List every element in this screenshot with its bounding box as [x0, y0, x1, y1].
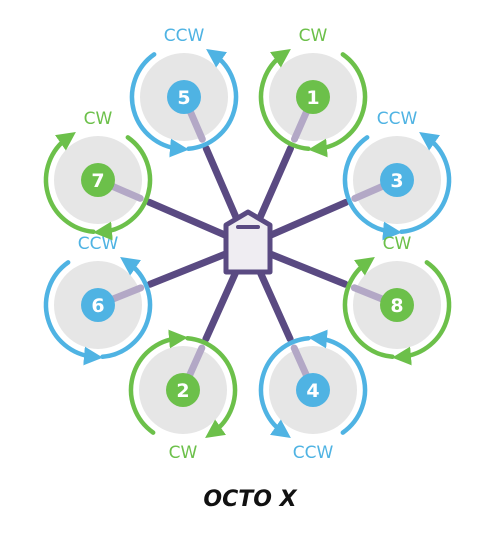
motor-2: 2CW: [128, 329, 238, 463]
motor-number-badge: [81, 163, 115, 197]
motor-number: 6: [91, 295, 104, 317]
rotation-arrow-icon: [342, 256, 395, 360]
rotation-direction-label: CCW: [164, 26, 205, 46]
motor-number: 1: [306, 87, 319, 109]
rotation-arrow-icon: [399, 131, 452, 235]
rotation-arrow-icon: [392, 260, 452, 366]
rotation-direction-label: CW: [299, 26, 328, 46]
motor-number-badge: [296, 80, 330, 114]
diagram-title: OCTO X: [203, 487, 297, 512]
rotation-arrow-icon: [308, 329, 368, 435]
rotation-direction-label: CW: [84, 109, 113, 129]
flight-controller-body: [223, 209, 273, 275]
rotation-arrow-icon: [43, 260, 103, 366]
rotation-arrow-icon: [185, 335, 238, 439]
motor-1: 1 CW: [258, 26, 368, 158]
rotation-arrow-icon: [258, 335, 311, 439]
motor-number-badge: [380, 163, 414, 197]
rotation-arrow-icon: [100, 256, 153, 360]
motor-number-badge: [81, 288, 115, 322]
motor-6: 6 CCW: [43, 234, 153, 366]
rotation-direction-label: CCW: [78, 234, 119, 254]
motor-5: 5 CCW: [129, 26, 239, 158]
motor-3: 3 CCW: [342, 109, 452, 241]
motor-8: 8 CW: [342, 234, 452, 366]
rotation-direction-label: CW: [169, 443, 198, 463]
motor-number: 5: [177, 87, 190, 109]
motor-7: 7 CW: [43, 109, 153, 241]
rotation-arrow-icon: [93, 135, 153, 241]
rotation-arrow-icon: [258, 48, 311, 152]
rotation-arrow-icon: [342, 135, 402, 241]
rotation-arrow-icon: [128, 329, 188, 435]
motor-number-badge: [166, 373, 200, 407]
controller-housing: [223, 209, 273, 275]
rotation-arrow-icon: [43, 131, 96, 235]
rotation-direction-label: CCW: [377, 109, 418, 129]
rotation-arrow-icon: [129, 52, 189, 158]
motor-number: 8: [390, 295, 403, 317]
motor-number: 4: [306, 380, 319, 402]
motor-number: 3: [390, 170, 403, 192]
rotation-arrow-icon: [308, 52, 368, 158]
rotation-arrow-icon: [186, 48, 239, 152]
motor-number: 7: [91, 170, 104, 192]
motor-number-badge: [167, 80, 201, 114]
motor-number-badge: [296, 373, 330, 407]
rotation-direction-label: CCW: [293, 443, 334, 463]
motor-number: 2: [176, 380, 189, 402]
motor-number-badge: [380, 288, 414, 322]
rotation-direction-label: CW: [383, 234, 412, 254]
